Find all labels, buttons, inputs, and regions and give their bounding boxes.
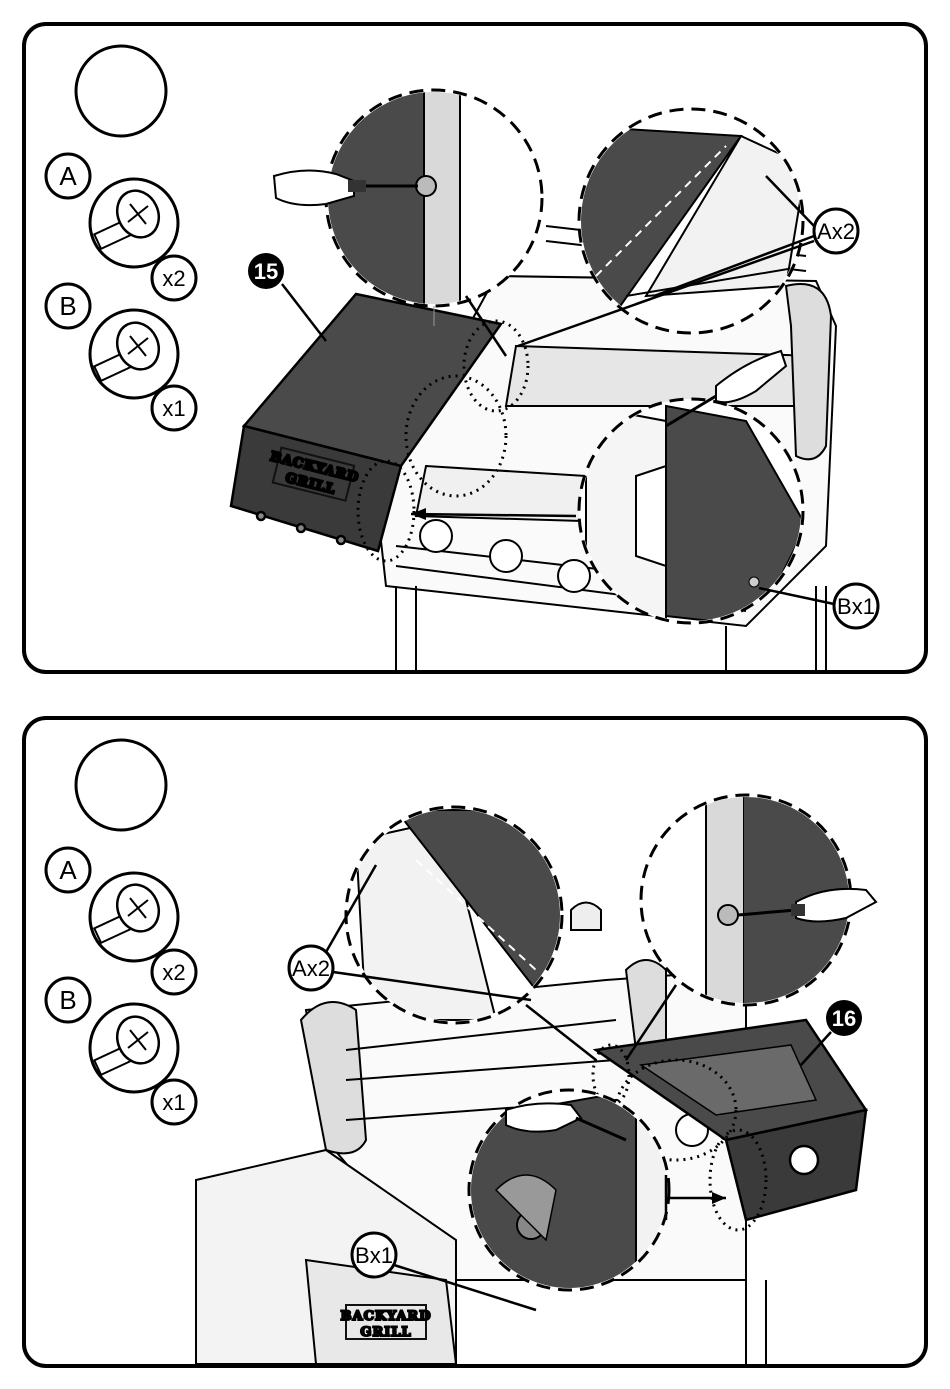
step-number-circle <box>76 46 166 136</box>
callout-b: Bx1 <box>355 1243 393 1268</box>
part-a-screw: A x2 <box>46 848 196 994</box>
callout-a: Ax2 <box>292 956 330 981</box>
part-a-letter: A <box>59 855 77 885</box>
step-panel-bottom: A x2 B x1 <box>22 716 928 1368</box>
part-b-qty: x1 <box>162 396 185 421</box>
part-a-letter: A <box>59 161 77 191</box>
part-a-qty: x2 <box>162 960 185 985</box>
part-badge-number: 15 <box>254 259 278 284</box>
assembly-diagram-top: A x2 B x1 <box>26 26 924 670</box>
step-panel-top: A x2 B x1 <box>22 22 928 674</box>
logo-line2: GRILL <box>360 1325 411 1340</box>
step-number-circle <box>76 740 166 830</box>
part-b-screw: B x1 <box>46 284 196 430</box>
part-a-screw: A x2 <box>46 154 196 300</box>
part-b-qty: x1 <box>162 1090 185 1115</box>
part-a-qty: x2 <box>162 266 185 291</box>
callout-a: Ax2 <box>817 219 855 244</box>
part-b-screw: B x1 <box>46 978 196 1124</box>
part-badge-number: 16 <box>832 1006 856 1031</box>
logo-line1: BACKYARD <box>341 1309 432 1324</box>
zoom-detail-screwdriver <box>641 790 876 1010</box>
part-b-letter: B <box>59 291 76 321</box>
assembly-diagram-bottom: A x2 B x1 <box>26 720 924 1364</box>
leader-line <box>282 284 326 341</box>
part-b-letter: B <box>59 985 76 1015</box>
callout-b: Bx1 <box>837 594 875 619</box>
